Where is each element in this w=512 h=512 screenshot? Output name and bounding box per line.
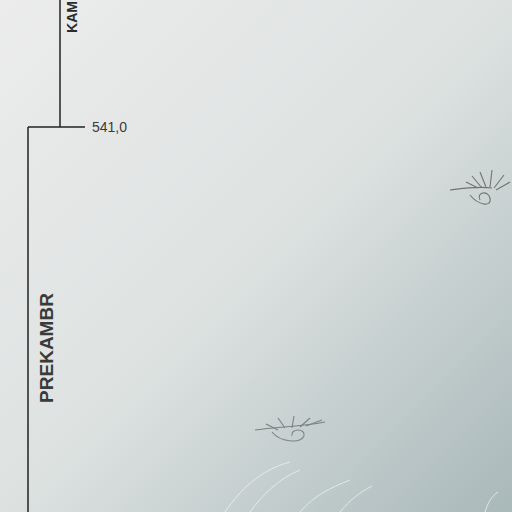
period-label: KAM [65,1,79,33]
eon-label: PREKAMBR [37,293,56,403]
timeline-line [28,0,85,512]
timeline-line [27,127,29,512]
fossil-sketch [225,462,498,512]
fossil-sketch [450,170,510,204]
timeline-line [59,0,61,127]
fossil-sketch [255,416,325,441]
boundary-tick [28,126,85,128]
age-number: 541,0 [92,120,127,134]
